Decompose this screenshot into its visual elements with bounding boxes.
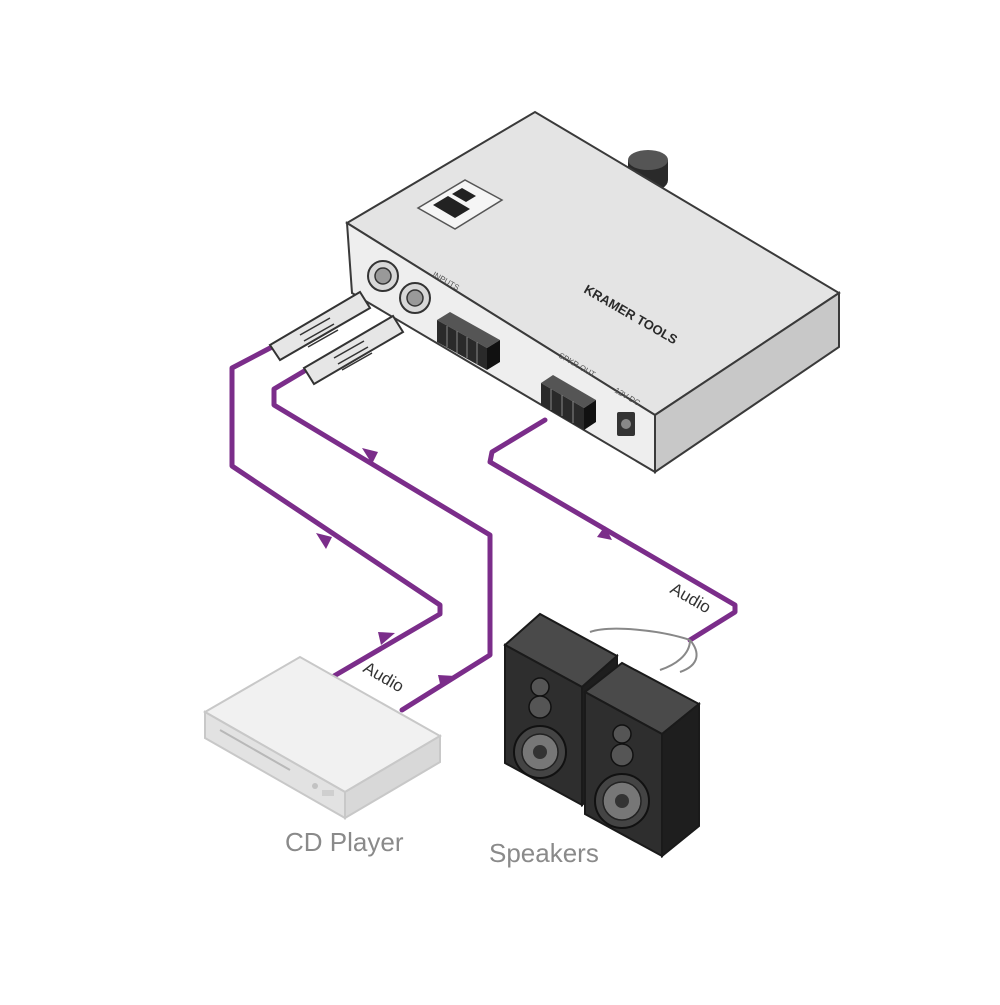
arrow-up-icon <box>316 533 332 549</box>
rca-jack-left <box>367 260 399 292</box>
power-jack <box>617 412 635 436</box>
cable-audio-in-right <box>271 367 493 713</box>
cd-player <box>202 655 443 820</box>
rca-jack-right <box>399 282 431 314</box>
rca-plug-right <box>302 314 405 386</box>
speaker-out-terminal-block <box>541 375 596 430</box>
arrow-up-icon <box>362 448 378 464</box>
cable-audio-out <box>487 417 738 643</box>
cd-player-label: CD Player <box>285 827 404 857</box>
speaker-front <box>583 661 701 859</box>
audio-out-label: Audio <box>667 579 714 617</box>
amplifier-device: KRAMER TOOLS INPUTS SPKR OUT <box>345 110 841 474</box>
kramer-logo <box>416 179 504 230</box>
cables <box>229 344 738 713</box>
cable-arrows <box>316 448 612 688</box>
rca-plug-left <box>268 290 372 362</box>
input-terminal-block <box>437 312 500 370</box>
arrow-up-icon <box>438 675 455 688</box>
arrow-down-icon <box>597 526 612 540</box>
audio-in-label: Audio <box>360 658 407 696</box>
arrow-up-icon <box>378 632 395 645</box>
speakers-label: Speakers <box>489 838 599 868</box>
cable-audio-in-left <box>229 344 443 679</box>
speaker-wires <box>589 627 698 673</box>
